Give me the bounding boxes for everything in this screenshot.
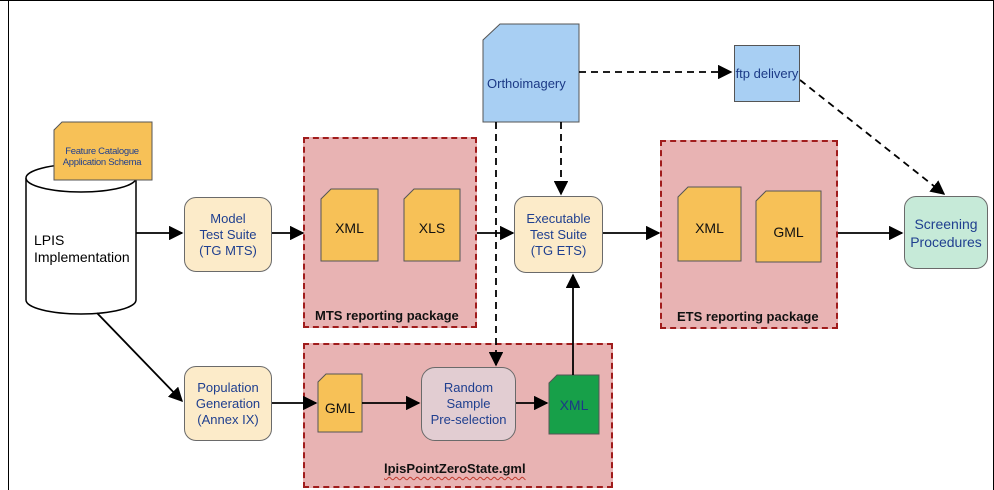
random-line3: Pre-selection (430, 412, 507, 427)
random-line2: Sample (446, 396, 491, 411)
model-test-suite-box: Model Test Suite (TG MTS) (184, 197, 272, 272)
mts-xml-document (320, 188, 379, 262)
feature-catalogue-label: Feature Catalogue Application Schema (62, 146, 142, 168)
random-line1: Random (443, 380, 494, 395)
ets-xml-label: XML (695, 220, 724, 236)
frame-top-border (0, 0, 994, 1)
ets-line1: Executable (526, 210, 591, 226)
dashed-arrow-ftp-to-screening (799, 79, 946, 195)
ets-line2: Test Suite (529, 226, 588, 242)
zero-state-gml-label: GML (324, 400, 356, 416)
zero-state-package-label: lpisPointZeroState.gml (384, 461, 526, 476)
mts-line1: Model (210, 210, 246, 226)
orthoimagery-data-shape (482, 23, 580, 123)
ets-line3: (TG ETS) (530, 242, 587, 258)
ftp-delivery-label: ftp delivery (735, 65, 799, 81)
frame-left-border (8, 0, 9, 490)
ets-xml-document (677, 186, 742, 262)
zero-state-xml-label: XML (559, 397, 589, 413)
arrow-lpis-to-population (96, 312, 184, 403)
executable-test-suite-box: Executable Test Suite (TG ETS) (514, 196, 603, 273)
ets-gml-label: GML (773, 224, 804, 240)
ets-package-label: ETS reporting package (677, 309, 819, 324)
zero-state-xml-document (548, 374, 600, 435)
population-line3: (Annex IX) (197, 411, 259, 427)
mts-xls-label: XLS (418, 220, 446, 236)
mts-line2: Test Suite (199, 226, 257, 242)
random-sample-box: Random Sample Pre-selection (421, 367, 516, 441)
mts-xls-document (403, 188, 461, 262)
zero-state-gml-document (317, 373, 363, 433)
population-line1: Population (197, 379, 259, 395)
screening-line1: Screening (914, 215, 978, 232)
population-generation-box: Population Generation (Annex IX) (184, 366, 272, 441)
population-line2: Generation (195, 395, 261, 411)
mts-package-label: MTS reporting package (315, 308, 459, 323)
screening-procedures-box: Screening Procedures (904, 196, 988, 269)
feature-catalogue-document (53, 121, 153, 181)
screening-line2: Procedures (910, 233, 982, 250)
ets-gml-document (755, 190, 822, 263)
lpis-label: LPIS Implementation (34, 232, 130, 265)
orthoimagery-label: Orthoimagery (487, 76, 566, 91)
ftp-delivery-box: ftp delivery (734, 45, 800, 102)
mts-line3: (TG MTS) (199, 242, 257, 258)
mts-xml-label: XML (335, 220, 364, 236)
